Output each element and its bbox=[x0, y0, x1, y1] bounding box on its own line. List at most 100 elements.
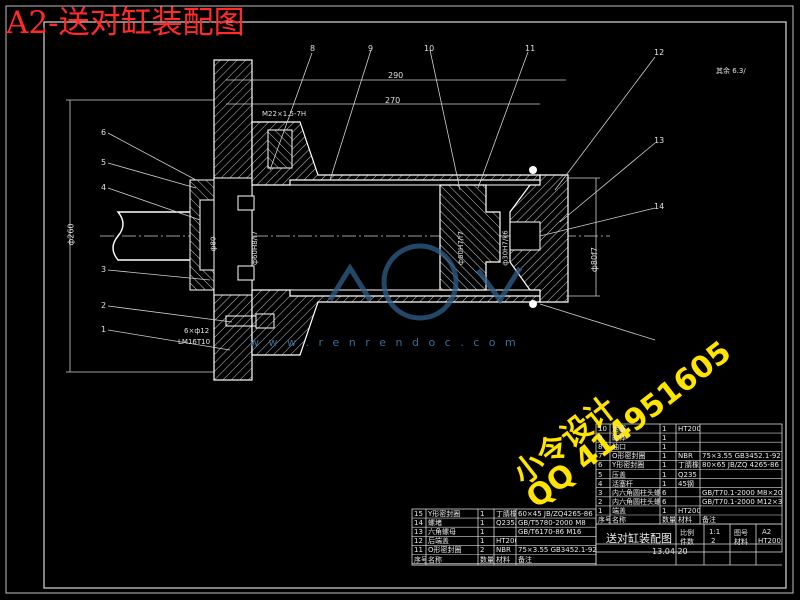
oil-port bbox=[267, 129, 293, 169]
dim-rod-fit: ф60H8/f7 bbox=[250, 231, 259, 265]
bom-cell-material: HT200 bbox=[678, 506, 700, 515]
bom-cell-material: Q235 bbox=[678, 470, 697, 479]
bom-cell-note: GB/T70.1-2000 M8×20 bbox=[702, 488, 782, 497]
bom-cell-qty: 1 bbox=[662, 434, 667, 443]
roughness-note: 其余 6.3/ bbox=[716, 67, 746, 75]
bom-cell-name: O形密封圈 bbox=[612, 452, 646, 461]
balloon-14: 14 bbox=[654, 202, 665, 211]
bom-cell-no: 序号 bbox=[598, 516, 610, 524]
dimension-lines bbox=[66, 79, 600, 373]
bom-cell-note: 75×3.55 GB3452.1-92 bbox=[702, 452, 781, 461]
bom-cell-qty: 2 bbox=[480, 546, 485, 555]
bom-cell-qty: 1 bbox=[662, 443, 667, 452]
bom-cell-material: 丁腈橡胶 bbox=[496, 510, 516, 518]
bom-cell-material: HT200 bbox=[678, 425, 700, 433]
dim-base-fit: ф30H7/k6 bbox=[501, 230, 510, 266]
bom-cell-qty: 1 bbox=[480, 537, 485, 546]
bom-cell-note: GB/T5780-2000 M8 bbox=[518, 519, 586, 528]
balloon-9: 9 bbox=[368, 44, 374, 53]
title-block-ratio: 1:1 bbox=[709, 528, 721, 536]
outer-frame bbox=[5, 5, 794, 594]
dim-inner-length: 270 bbox=[385, 96, 401, 105]
bom-cell-qty: 1 bbox=[480, 519, 485, 528]
bom-cell-no: 6 bbox=[598, 461, 603, 470]
bom-cell-material: 丁腈橡胶 bbox=[678, 461, 700, 470]
bom-cell-note: 备注 bbox=[518, 555, 532, 564]
bom-cell-note: 75×3.55 GB3452.1-92 bbox=[518, 546, 596, 555]
title-block-date: 13.04.20 bbox=[652, 547, 688, 556]
bom-cell-name: 活塞 bbox=[612, 425, 626, 433]
bom-cell-qty: 1 bbox=[662, 479, 667, 488]
balloon-5: 5 bbox=[101, 158, 107, 167]
bom-cell-name: 端盖 bbox=[612, 506, 626, 515]
bom-cell-no: 15 bbox=[414, 510, 423, 518]
title-block-sheet: A2 bbox=[762, 528, 772, 536]
title-block-name: 送对缸装配图 bbox=[606, 532, 672, 545]
dim-holes: 6×ф12 bbox=[184, 327, 210, 335]
balloon-10: 10 bbox=[424, 44, 435, 53]
bom-cell-no: 11 bbox=[414, 546, 423, 555]
bom-cell-no: 14 bbox=[414, 519, 423, 528]
title-block-material-label: 材料 bbox=[734, 538, 748, 546]
bom-cell-no: 5 bbox=[598, 470, 603, 479]
bom-cell-name: 内六角圆柱头螺钉 bbox=[612, 488, 660, 497]
bom-cell-name: Y形密封圈 bbox=[612, 461, 645, 470]
balloon-6: 6 bbox=[101, 128, 107, 137]
bom-cell-name: 活塞杆 bbox=[612, 479, 633, 488]
bom-cell-material: HT200 bbox=[496, 537, 516, 546]
balloon-1: 1 bbox=[101, 325, 107, 334]
bom-cell-name: 缸体 bbox=[612, 434, 626, 443]
piston-rod bbox=[112, 211, 201, 261]
bom-cell-qty: 1 bbox=[662, 461, 667, 470]
bom-cell-name: 六角螺母 bbox=[428, 528, 456, 537]
cylinder-body bbox=[251, 121, 541, 186]
bom-cell-qty: 数量 bbox=[480, 555, 494, 564]
bom-cell-no: 3 bbox=[598, 488, 603, 497]
bom-cell-no: 10 bbox=[598, 425, 607, 433]
bom-cell-note: 80×65 JB/ZQ 4265-86 bbox=[702, 461, 779, 470]
title-block-qty-label: 件数 bbox=[680, 538, 694, 546]
dim-holes-sub: LM16T10 bbox=[178, 338, 211, 346]
dim-overall-length: 290 bbox=[388, 71, 404, 80]
bom-cell-name: 螺堵 bbox=[428, 519, 442, 528]
drawing-title: A2-送对缸装配图 bbox=[6, 5, 245, 41]
bom-cell-no: 8 bbox=[598, 443, 603, 452]
balloon-8: 8 bbox=[310, 44, 316, 53]
inner-frame bbox=[43, 21, 787, 589]
bom-cell-material: 材料 bbox=[678, 516, 692, 524]
bom-cell-name: 内六角圆柱头螺钉 bbox=[612, 497, 660, 506]
title-block-qty: 2 bbox=[711, 537, 716, 545]
bom-cell-no: 2 bbox=[598, 497, 603, 506]
balloon-13: 13 bbox=[654, 136, 665, 145]
watermark-logo bbox=[327, 243, 523, 321]
bom-cell-name: 压盖 bbox=[612, 470, 626, 479]
watermark-text: w w w . r e n r e n d o c . c o m bbox=[250, 336, 519, 349]
bom-cell-name: Y形密封圈 bbox=[428, 510, 461, 518]
bom-cell-material: 材料 bbox=[496, 555, 510, 564]
bom-cell-no: 12 bbox=[414, 537, 423, 546]
bom-cell-material: 45钢 bbox=[678, 479, 694, 488]
title-block-sheet-label: 图号 bbox=[734, 529, 748, 537]
bom-cell-no: 4 bbox=[598, 479, 603, 488]
bom-cell-qty: 1 bbox=[662, 452, 667, 461]
dim-outer-diameter: ф260 bbox=[66, 223, 76, 246]
bom-cell-no: 1 bbox=[598, 506, 603, 515]
bom-cell-note: 备注 bbox=[702, 516, 716, 524]
balloon-4: 4 bbox=[101, 183, 107, 192]
dim-bore: ф80 bbox=[209, 236, 218, 252]
bom-cell-name: 名称 bbox=[428, 555, 442, 564]
bom-cell-no: 13 bbox=[414, 528, 423, 537]
balloon-3: 3 bbox=[101, 265, 107, 274]
bom-cell-no: 7 bbox=[598, 452, 603, 461]
bom-cell-no: 序号 bbox=[414, 555, 426, 564]
dim-piston-fit: ф60H7/f7 bbox=[456, 231, 465, 265]
bom-cell-qty: 1 bbox=[480, 528, 485, 537]
bom-cell-note: GB/T70.1-2000 M12×35 bbox=[702, 497, 782, 506]
dim-thread: M22×1.5-7H bbox=[262, 110, 307, 118]
bom-cell-qty: 1 bbox=[480, 510, 485, 518]
bom-cell-qty: 6 bbox=[662, 488, 667, 497]
bom-cell-qty: 6 bbox=[662, 497, 667, 506]
bom-cell-name: O形密封圈 bbox=[428, 546, 462, 555]
bom-cell-name: 油口 bbox=[612, 443, 626, 452]
